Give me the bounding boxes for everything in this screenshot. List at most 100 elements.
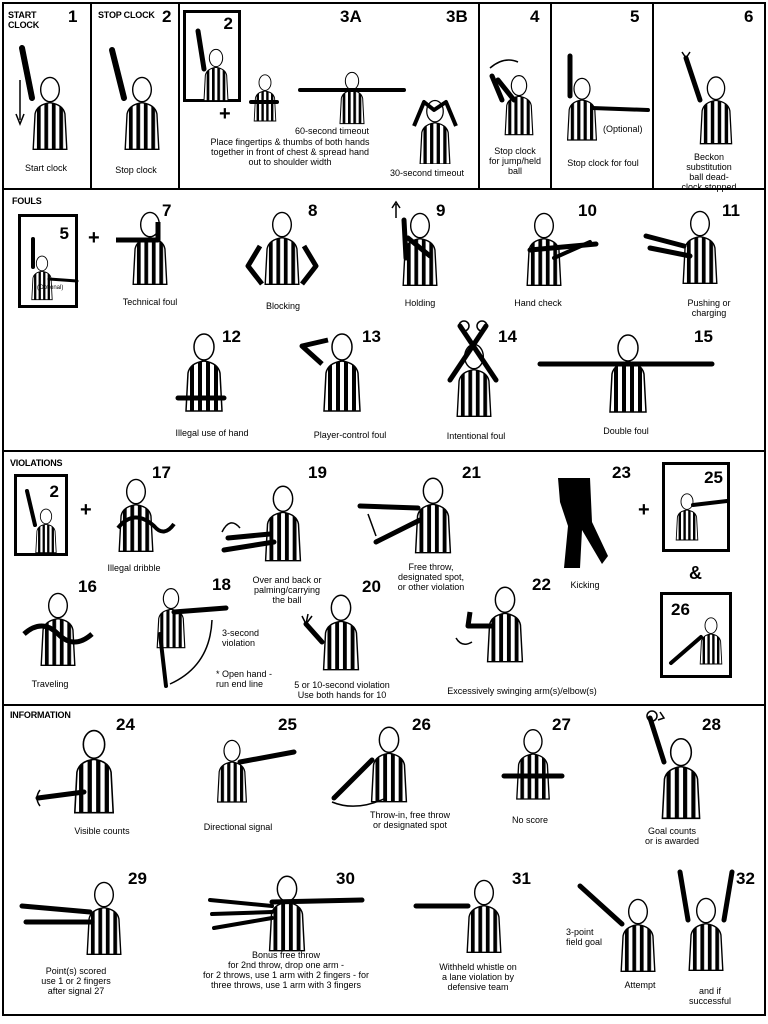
signal-number-17: 17 (152, 463, 171, 482)
signal-number-29: 29 (128, 869, 147, 888)
plus-sign-fouls: + (88, 227, 100, 249)
caption-11: Pushing or charging (687, 298, 731, 318)
section-label-stop-clock: STOP CLOCK (98, 10, 155, 20)
caption-32-field-goal: 3-point field goal (566, 927, 603, 947)
caption-29: Point(s) scored use 1 or 2 fingers after… (41, 966, 111, 996)
three-point-attempt-figure (577, 883, 656, 973)
three-point-success-figure (677, 869, 735, 972)
caption-15: Double foul (603, 426, 649, 436)
signal-number-12: 12 (222, 327, 241, 346)
caption-27: No score (511, 815, 549, 825)
throw-in-figure (331, 726, 408, 807)
caption-3-description: Place fingertips & thumbs of both hands … (210, 137, 370, 167)
caption-2: Stop clock (115, 165, 157, 175)
caption-8: Blocking (265, 301, 301, 311)
jump-ball-figure (489, 59, 534, 136)
signal-number-24: 24 (116, 715, 135, 734)
directional-signal-figure (216, 739, 297, 803)
signal-number-30: 30 (336, 869, 355, 888)
caption-23: Kicking (570, 580, 600, 590)
section-label-start-clock: START CLOCK (8, 10, 39, 30)
signal-number-4: 4 (530, 7, 540, 26)
caption-18-violation: 3-second violation (222, 628, 260, 648)
plus-sign: + (219, 103, 231, 125)
signal-number-9: 9 (436, 201, 446, 220)
signal-number-23: 23 (612, 463, 631, 482)
section-label-fouls: FOULS (12, 196, 42, 206)
violations-inset-2: 2 (14, 474, 68, 556)
no-score-figure (501, 728, 565, 800)
signal-number-19: 19 (308, 463, 327, 482)
visible-counts-figure (35, 729, 115, 814)
caption-3a: 60-second timeout (294, 126, 370, 136)
caption-32-attempt: Attempt (624, 980, 656, 990)
caption-6: Beckon substitution ball dead-clock stop… (681, 152, 737, 192)
signal-number-27: 27 (552, 715, 571, 734)
five-second-figure (301, 594, 360, 671)
caption-24: Visible counts (74, 826, 130, 836)
signal-number-25: 25 (278, 715, 297, 734)
swinging-elbows-figure (455, 586, 524, 663)
inset-number-5: 5 (59, 224, 69, 243)
three-second-figure (156, 587, 229, 688)
signal-number-11: 11 (722, 201, 740, 220)
illegal-dribble-figure (116, 478, 176, 553)
stop-clock-inset: 2 (183, 10, 241, 102)
stop-clock-figure (109, 47, 160, 151)
violations-inset-number-25: 25 (704, 468, 723, 487)
signal-number-26: 26 (412, 715, 431, 734)
caption-16: Traveling (31, 679, 69, 689)
caption-22: Excessively swinging arm(s)/elbow(s) (447, 686, 597, 696)
signal-number-5: 5 (630, 7, 640, 26)
timeout-60-figure (298, 71, 406, 125)
goal-counts-figure (646, 710, 701, 820)
signal-number-15: 15 (694, 327, 713, 346)
substitution-figure (681, 51, 733, 145)
optional-note-5: (Optional) (603, 124, 643, 134)
double-foul-figure (537, 334, 715, 413)
caption-32-successful: and if successful (688, 986, 732, 1006)
traveling-figure (22, 592, 94, 667)
illegal-hand-figure (175, 333, 227, 412)
over-and-back-figure (221, 485, 302, 562)
signal-number-21: 21 (462, 463, 481, 482)
ampersand: & (689, 563, 702, 583)
caption-20: 5 or 10-second violation Use both hands … (294, 680, 390, 700)
technical-foul-figure (116, 211, 168, 286)
caption-9: Holding (404, 298, 436, 308)
caption-4: Stop clock for jump/held ball (488, 146, 542, 176)
pushing-figure (643, 210, 718, 285)
caption-30: Bonus free throw for 2nd throw, drop one… (202, 950, 370, 990)
fouls-inset-5: 5 (Optional) (18, 214, 79, 308)
signal-number-8: 8 (308, 201, 318, 220)
free-throw-violation-figure (357, 477, 452, 554)
violations-inset-26: 26 (660, 592, 732, 678)
kicking-figure (558, 478, 608, 568)
holding-figure (391, 200, 438, 287)
violations-inset-number-26: 26 (671, 600, 690, 619)
player-control-figure (299, 333, 361, 412)
hand-check-figure (526, 212, 599, 287)
caption-19: Over and back or palming/carrying the ba… (252, 575, 322, 605)
signal-number-7: 7 (162, 201, 172, 220)
directional-inset-figure (675, 493, 729, 541)
signal-number-3a: 3A (340, 7, 362, 26)
signal-number-20: 20 (362, 577, 381, 596)
timeout-30-figure (412, 99, 458, 164)
caption-12: Illegal use of hand (175, 428, 249, 438)
signal-number-1: 1 (68, 7, 78, 26)
caption-10: Hand check (514, 298, 562, 308)
section-label-violations: VIOLATIONS (10, 458, 63, 468)
signal-number-3b: 3B (446, 7, 468, 26)
signal-number-14: 14 (498, 327, 517, 346)
signal-number-32: 32 (736, 869, 755, 888)
caption-26: Throw-in, free throw or designated spot (369, 810, 451, 830)
information-section (2, 704, 766, 1016)
caption-14: Intentional foul (446, 431, 506, 441)
bonus-free-throw-figure (208, 875, 365, 952)
signal-number-18: 18 (212, 575, 231, 594)
caption-13: Player-control foul (313, 430, 387, 440)
inset-stop-foul-figure (31, 237, 79, 301)
signal-number-16: 16 (78, 577, 97, 596)
